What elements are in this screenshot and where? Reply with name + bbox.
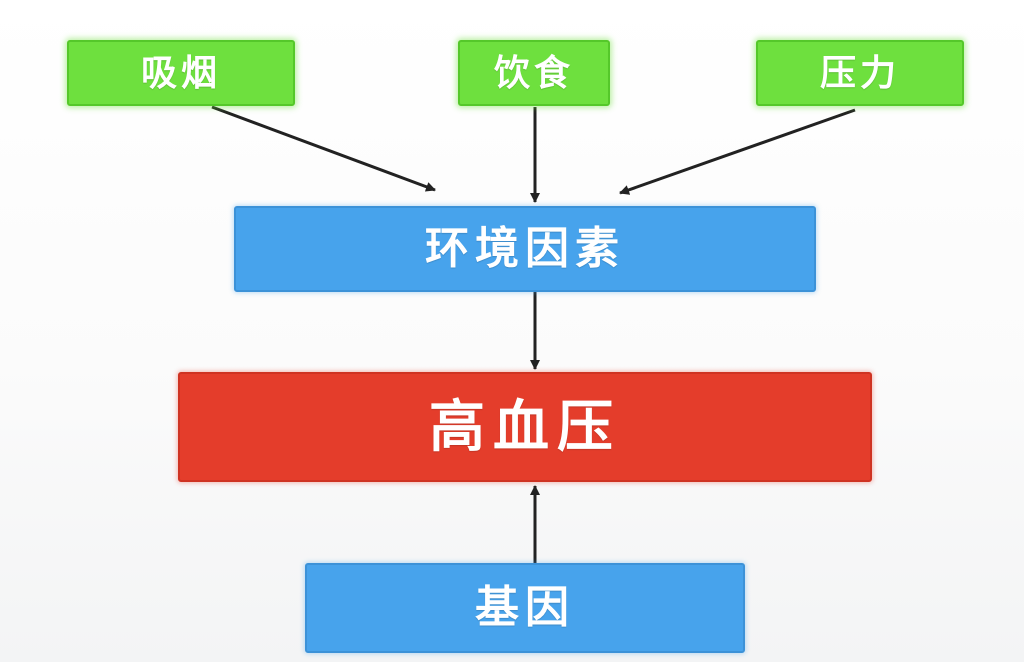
node-smoking: 吸烟 [67,40,295,106]
node-smoking-label: 吸烟 [140,52,221,94]
arrow-stress-to-environment [619,108,856,195]
node-genetics-label: 基因 [475,582,575,633]
node-diet: 饮食 [458,40,610,106]
node-hypertension: 高血压 [178,372,872,482]
node-diet-label: 饮食 [493,52,574,94]
arrow-smoking-to-environment [211,105,436,192]
node-hypertension-label: 高血压 [429,394,621,460]
node-stress: 压力 [756,40,964,106]
node-stress-label: 压力 [819,52,900,94]
node-environment-label: 环境因素 [425,223,625,274]
node-genetics: 基因 [305,563,745,653]
node-environment: 环境因素 [234,206,816,292]
